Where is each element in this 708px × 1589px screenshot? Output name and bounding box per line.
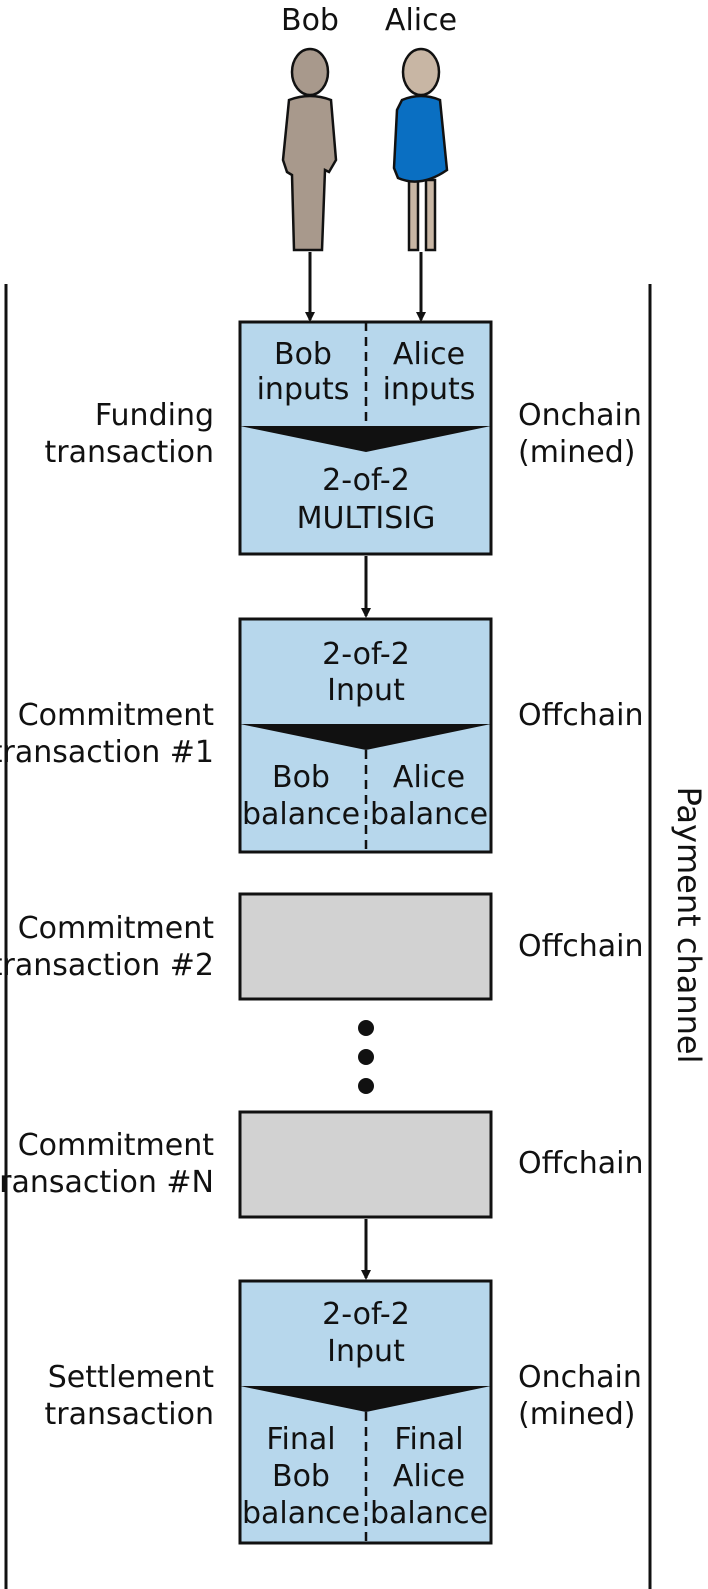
funding-alice-inputs-line2: inputs xyxy=(383,372,476,407)
commit1-alice-balance-line1: Alice xyxy=(393,760,465,795)
settle-status-line1: Onchain xyxy=(518,1360,642,1395)
commit1-input-line2: Input xyxy=(327,673,405,708)
ellipsis-dots-icon xyxy=(358,1020,374,1094)
funding-status-line1: Onchain xyxy=(518,398,642,433)
commit2-status: Offchain xyxy=(518,929,644,964)
commitN-label-line2: transaction #N xyxy=(0,1165,214,1200)
bob-name: Bob xyxy=(281,3,339,38)
commit1-label-line1: Commitment xyxy=(18,698,215,733)
commit2-label-line2: transaction #2 xyxy=(0,948,214,983)
settle-alice-line2: Alice xyxy=(393,1459,465,1494)
bob-person-icon xyxy=(281,47,338,252)
commitN-label-line1: Commitment xyxy=(18,1128,215,1163)
funding-status-line2: (mined) xyxy=(518,435,635,470)
settle-alice-line3: balance xyxy=(370,1496,488,1531)
funding-multisig-line1: 2-of-2 xyxy=(322,463,410,498)
commitment-2-box xyxy=(238,892,493,1001)
commit1-alice-balance-line2: balance xyxy=(370,797,488,832)
settle-bob-line3: balance xyxy=(242,1496,360,1531)
commit1-input-line1: 2-of-2 xyxy=(322,637,410,672)
settle-input-line1: 2-of-2 xyxy=(322,1297,410,1332)
settle-bob-line2: Bob xyxy=(272,1459,330,1494)
settle-label-line1: Settlement xyxy=(48,1360,215,1395)
settlement-transaction-box: 2-of-2 Input Final Bob balance Final Ali… xyxy=(238,1279,493,1545)
commit1-bob-balance-line1: Bob xyxy=(272,760,330,795)
commitN-status: Offchain xyxy=(518,1146,644,1181)
funding-multisig-line2: MULTISIG xyxy=(297,501,436,536)
commit1-status: Offchain xyxy=(518,698,644,733)
alice-person-icon xyxy=(392,47,449,252)
funding-alice-inputs-line1: Alice xyxy=(393,337,465,372)
alice-name: Alice xyxy=(385,3,457,38)
commitment-n-box xyxy=(238,1110,493,1219)
commit2-label-line1: Commitment xyxy=(18,911,215,946)
funding-label-line1: Funding xyxy=(95,398,214,433)
funding-bob-inputs-line1: Bob xyxy=(274,337,332,372)
funding-label-line2: transaction xyxy=(45,435,214,470)
funding-bob-inputs-line2: inputs xyxy=(257,372,350,407)
settle-bob-line1: Final xyxy=(266,1422,335,1457)
commit1-bob-balance-line2: balance xyxy=(242,797,360,832)
settle-status-line2: (mined) xyxy=(518,1397,635,1432)
commit1-label-line2: transaction #1 xyxy=(0,735,214,770)
commitment-1-box: 2-of-2 Input Bob balance Alice balance xyxy=(238,617,493,854)
payment-channel-label: Payment channel xyxy=(670,787,708,1064)
funding-transaction-box: Bob inputs Alice inputs 2-of-2 MULTISIG xyxy=(238,320,493,556)
settle-label-line2: transaction xyxy=(45,1397,214,1432)
settle-alice-line1: Final xyxy=(394,1422,463,1457)
settle-input-line2: Input xyxy=(327,1334,405,1369)
